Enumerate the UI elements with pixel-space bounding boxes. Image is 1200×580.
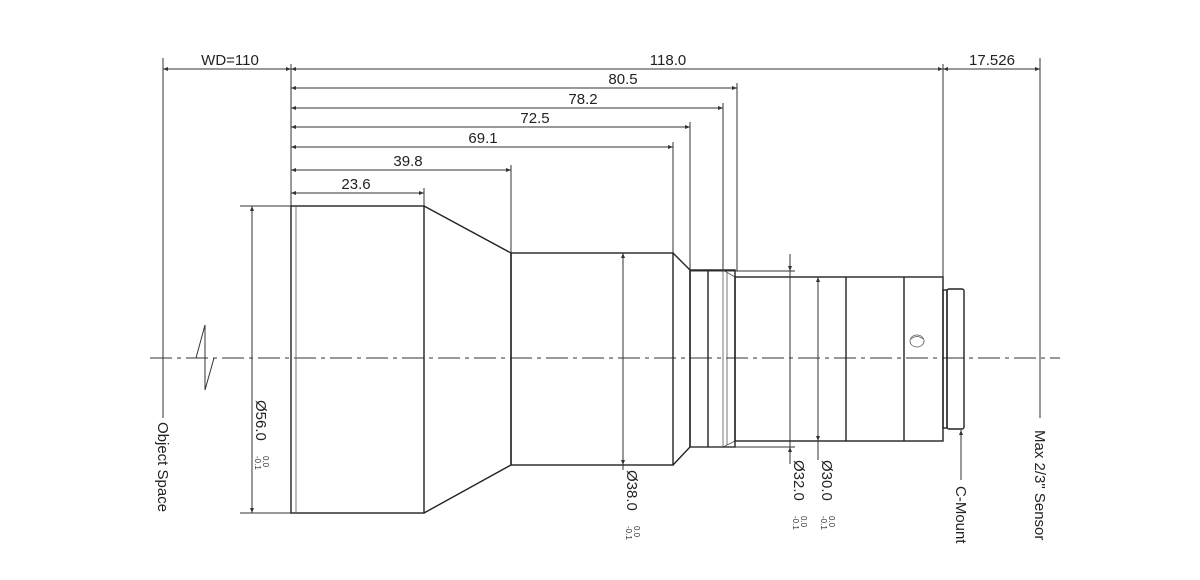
- dim-72-5: 72.5: [520, 110, 549, 127]
- dia-38-label: Ø38.0: [623, 470, 640, 511]
- dim-80-5: 80.5: [608, 71, 637, 88]
- svg-text:-0.1: -0.1: [624, 526, 633, 540]
- svg-text:-0.1: -0.1: [819, 516, 828, 530]
- c-mount-label: C-Mount: [952, 486, 969, 544]
- svg-text:0.0: 0.0: [632, 526, 641, 538]
- sensor-label: Max 2/3" Sensor: [1031, 430, 1048, 540]
- dim-78-2: 78.2: [568, 91, 597, 108]
- object-space-label: Object Space: [154, 422, 171, 512]
- svg-text:0.0: 0.0: [261, 456, 270, 468]
- svg-text:-0.1: -0.1: [253, 456, 262, 470]
- dim-39-8: 39.8: [393, 153, 422, 170]
- svg-text:-0.1: -0.1: [791, 516, 800, 530]
- dia-32-label: Ø32.0: [790, 460, 807, 501]
- wd-label: WD=110: [201, 52, 259, 69]
- dim-23-6: 23.6: [341, 176, 370, 193]
- svg-text:0.0: 0.0: [799, 516, 808, 528]
- svg-text:0.0: 0.0: [827, 516, 836, 528]
- total-length-label: 118.0: [650, 52, 686, 69]
- lens-body: [290, 205, 965, 514]
- dim-69-1: 69.1: [468, 130, 497, 147]
- dia-56-label: Ø56.0: [252, 400, 269, 441]
- break-symbol: [195, 324, 215, 391]
- dia-30-label: Ø30.0: [818, 460, 835, 501]
- back-focus-label: 17.526: [969, 52, 1015, 69]
